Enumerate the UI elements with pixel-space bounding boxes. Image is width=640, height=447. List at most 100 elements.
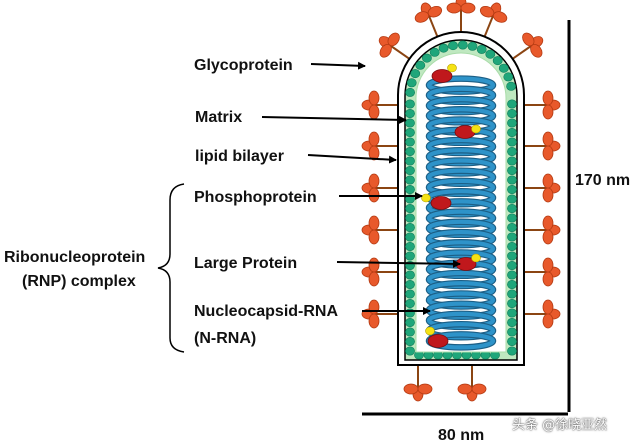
matrix-protein [405, 289, 415, 299]
matrix-protein [405, 166, 415, 176]
nucleocapsid-coil [425, 75, 497, 351]
matrix-protein [405, 317, 415, 327]
phosphoprotein [447, 63, 457, 73]
phosphoprotein [471, 124, 481, 134]
matrix-protein [405, 279, 415, 289]
matrix-protein [507, 118, 517, 128]
n-rna-label-line1: Nucleocapsid-RNA [194, 303, 338, 320]
phosphoprotein [471, 253, 481, 263]
phosphoprotein [421, 193, 431, 203]
matrix-protein [405, 147, 415, 157]
matrix-protein [507, 298, 517, 308]
rnp-label-line1: Ribonucleoprotein [4, 249, 145, 266]
matrix-protein [507, 99, 517, 109]
phosphoprotein-label: Phosphoprotein [194, 189, 317, 206]
matrix-protein [405, 128, 415, 138]
matrix-protein [507, 166, 517, 176]
lipid-bilayer-arrow [307, 154, 397, 164]
glycoprotein-label: Glycoprotein [194, 57, 293, 74]
matrix-protein [405, 109, 415, 119]
glycoprotein-spike [361, 173, 398, 203]
matrix-protein [507, 260, 517, 270]
glycoprotein-spike [524, 257, 561, 287]
glycoprotein-spike [479, 2, 508, 37]
matrix-protein [506, 81, 516, 91]
glycoprotein-spike [524, 90, 561, 120]
glycoprotein-spike [524, 215, 561, 245]
matrix-protein [405, 298, 415, 308]
lipid-bilayer-label: lipid bilayer [195, 148, 284, 165]
width-label: 80 nm [438, 427, 484, 444]
glycoprotein-spike [524, 131, 561, 161]
matrix-protein [507, 128, 517, 138]
matrix-protein [405, 270, 415, 280]
matrix-protein [405, 99, 415, 109]
matrix-protein [507, 317, 517, 327]
matrix-protein [405, 156, 415, 166]
matrix-protein [405, 327, 415, 337]
matrix-protein [507, 308, 517, 318]
glycoprotein-spike [361, 299, 398, 329]
length-label: 170 nm [575, 172, 630, 189]
matrix-protein [507, 213, 517, 223]
large-protein [427, 334, 449, 348]
matrix-protein [405, 346, 415, 356]
matrix-protein [507, 270, 517, 280]
matrix-protein [507, 204, 517, 214]
matrix-protein [507, 251, 517, 261]
matrix-protein [507, 137, 517, 147]
matrix-protein [405, 175, 415, 185]
matrix-protein [507, 232, 517, 242]
matrix-protein [507, 185, 517, 195]
matrix-protein [405, 223, 415, 233]
matrix-protein [507, 147, 517, 157]
phosphoprotein [425, 326, 435, 336]
matrix-protein [507, 109, 517, 119]
glycoprotein-spike [361, 131, 398, 161]
large-protein [430, 196, 452, 210]
glycoprotein-spike [524, 173, 561, 203]
matrix-protein [429, 47, 440, 57]
watermark: 头条 @徐晓亚然 [512, 418, 608, 433]
matrix-protein [421, 53, 432, 63]
matrix-protein [492, 56, 503, 66]
matrix-protein [507, 289, 517, 299]
matrix-protein [405, 204, 415, 214]
matrix-protein [507, 194, 517, 204]
matrix-protein [498, 63, 509, 73]
matrix-protein-layer [405, 40, 517, 360]
matrix-protein [405, 336, 415, 346]
matrix-protein [507, 223, 517, 233]
matrix-protein [405, 232, 415, 242]
matrix-protein [406, 78, 417, 88]
matrix-arrow [261, 115, 407, 124]
glycoprotein-spike [361, 215, 398, 245]
glycoprotein-spike [524, 299, 561, 329]
rnp-brace [157, 183, 185, 353]
matrix-protein [503, 72, 514, 82]
matrix-protein [448, 41, 458, 51]
glycoprotein-spike [378, 32, 410, 60]
matrix-protein [507, 279, 517, 289]
matrix-protein [438, 43, 449, 53]
matrix-protein [467, 41, 478, 51]
n-rna-label-line2: (N-RNA) [194, 330, 256, 347]
matrix-protein [405, 213, 415, 223]
matrix-protein [507, 175, 517, 185]
large-protein [431, 69, 453, 83]
glycoprotein-spike [361, 257, 398, 287]
glycoprotein-spike [457, 365, 487, 402]
matrix-protein [405, 185, 415, 195]
matrix-protein [405, 137, 415, 147]
glycoprotein-spike [361, 90, 398, 120]
glycoprotein-arrow [310, 61, 366, 70]
matrix-protein [410, 69, 421, 79]
large-protein-arrow [336, 259, 461, 268]
matrix-protein [507, 327, 517, 337]
matrix-protein [405, 118, 415, 128]
matrix-protein [507, 156, 517, 166]
matrix-protein [485, 49, 496, 59]
matrix-protein [405, 251, 415, 261]
matrix-protein [507, 346, 517, 356]
